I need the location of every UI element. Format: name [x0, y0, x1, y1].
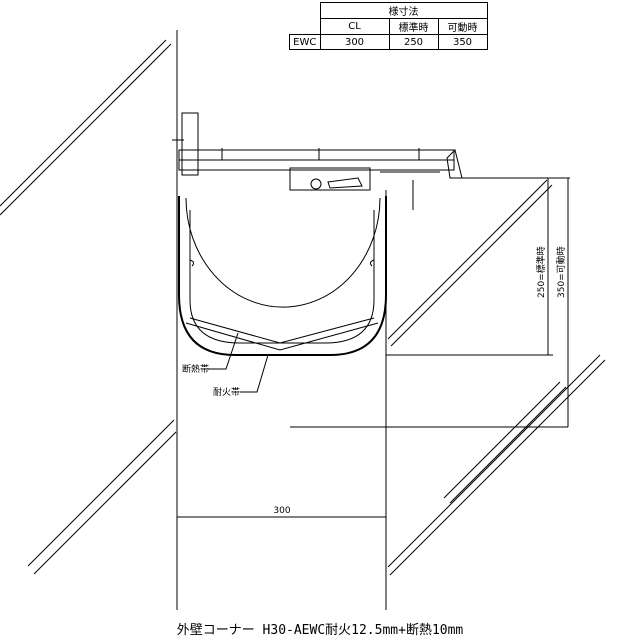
- insulation-band-line: [189, 317, 375, 344]
- left-hatch-2a: [27, 419, 175, 567]
- right-hatch-3a: [443, 381, 561, 499]
- header-standard: 標準時: [388, 18, 439, 35]
- standard-dimension-label: 250=標準時: [535, 246, 547, 298]
- left-hatch-1a: [0, 39, 167, 207]
- right-hatch-1b: [390, 184, 553, 347]
- drawing-caption: 外壁コーナー H30-AEWC耐火12.5mm+断熱10mm: [176, 623, 464, 638]
- clip-right: [369, 259, 375, 267]
- header-movable: 可動時: [437, 18, 488, 35]
- left-hatch-1b: [0, 43, 172, 216]
- right-hatch-2b: [389, 359, 606, 576]
- movable-dimension-label: 350=可動時: [556, 246, 567, 298]
- row-label-ewc: EWC: [289, 34, 321, 50]
- corner-bracket: [181, 112, 199, 176]
- joint-cover-outer: [178, 196, 387, 356]
- insulation-band-label: 断熱帯: [182, 363, 209, 375]
- width-dimension-label: 300: [273, 506, 290, 516]
- dimension-table: 様寸法 CL 標準時 可動時 EWC 300 250 350: [289, 2, 488, 50]
- end-cap: [446, 149, 463, 179]
- value-movable: 350: [437, 34, 488, 50]
- slide-unit: [289, 167, 371, 191]
- slide-arm: [327, 177, 363, 189]
- value-cl: 300: [319, 34, 390, 50]
- left-hatch-2b: [33, 431, 177, 575]
- value-standard: 250: [388, 34, 439, 50]
- clip-left: [189, 259, 195, 267]
- bellows-curve: [185, 197, 381, 308]
- fire-band-label: 耐火帯: [213, 386, 240, 398]
- right-hatch-1a: [387, 179, 548, 340]
- insulation-leader: [208, 332, 239, 370]
- joint-cover-inner: [189, 210, 375, 344]
- fire-leader: [240, 354, 269, 393]
- header-cl: CL: [319, 18, 390, 35]
- right-hatch-3b: [449, 386, 567, 504]
- fire-band-line: [185, 322, 379, 351]
- slide-pin: [310, 178, 322, 190]
- table-title: 様寸法: [319, 2, 488, 19]
- right-hatch-2a: [387, 354, 601, 568]
